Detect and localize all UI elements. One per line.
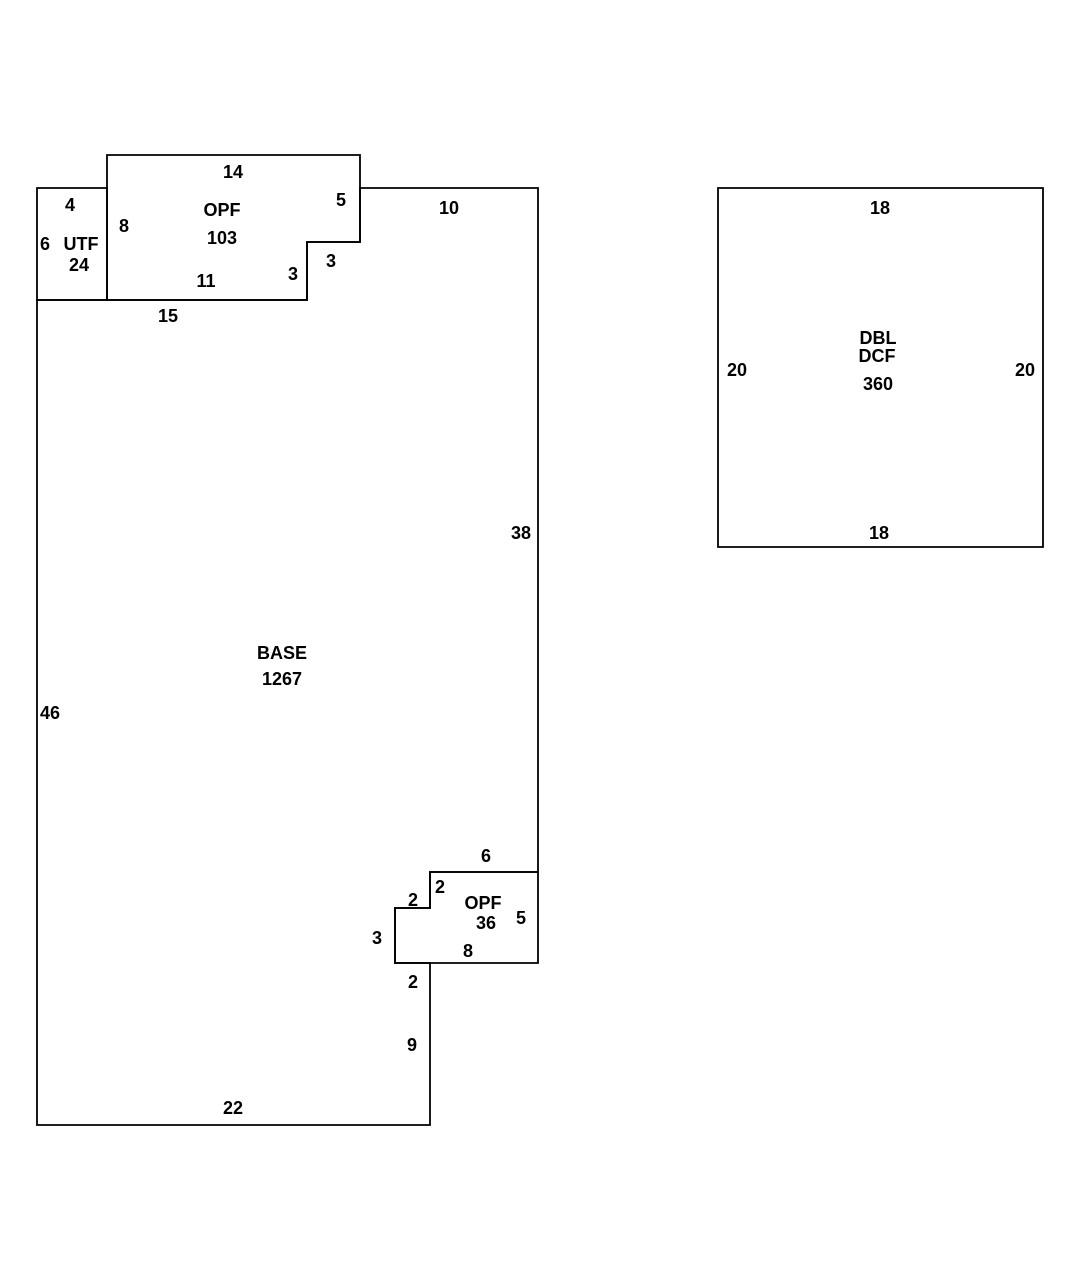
dimension-label: 6 [40,234,50,254]
dimension-label: 18 [869,523,889,543]
area-name-label: OPF [203,200,240,220]
dimension-label: 8 [463,941,473,961]
area-name-label: DBL [860,328,897,348]
area-name-label: DCF [859,346,896,366]
dimension-label: 5 [336,190,346,210]
area-value-label: 103 [207,228,237,248]
dimension-label: 11 [196,271,215,291]
area-value-label: 1267 [262,669,302,689]
dimension-label: 46 [40,703,60,723]
dimension-label: 4 [65,195,75,215]
dimension-label: 2 [408,890,418,910]
dimension-label: 38 [511,523,531,543]
dimension-label: 2 [408,972,418,992]
area-outline-opf-lower [394,871,539,964]
area-outline-dbl-dcf [717,187,1044,548]
dimension-label: 20 [727,360,747,380]
dimension-label: 6 [481,846,491,866]
area-value-label: 360 [863,374,893,394]
dimension-label: 8 [119,216,129,236]
area-name-label: UTF [64,234,99,254]
dimension-label: 3 [372,928,382,948]
dimension-label: 15 [158,306,178,326]
area-name-label: OPF [464,893,501,913]
area-value-label: 24 [69,255,89,275]
dimension-label: 5 [516,908,526,928]
area-value-label: 36 [476,913,496,933]
dimension-label: 9 [407,1035,417,1055]
dimension-label: 3 [288,264,298,284]
dimension-label: 10 [439,198,459,218]
dimension-label: 14 [223,162,243,182]
area-name-label: BASE [257,643,307,663]
dimension-label: 3 [326,251,336,271]
dimension-label: 22 [223,1098,243,1118]
dimension-label: 2 [435,877,445,897]
dimension-label: 20 [1015,360,1035,380]
dimension-label: 18 [870,198,890,218]
